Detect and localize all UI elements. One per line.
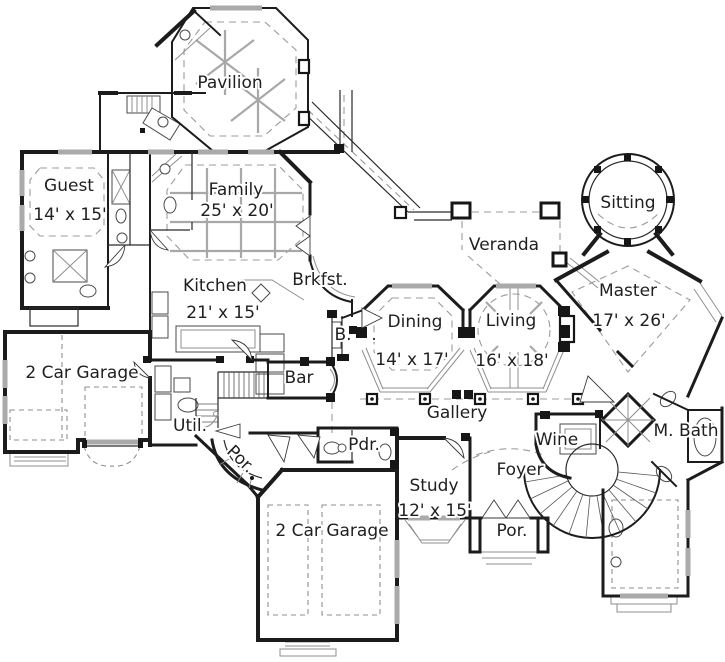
room-label-garage-left: 2 Car Garage: [25, 363, 138, 383]
utility-fixtures: [154, 365, 199, 421]
room-label-bar: Bar: [284, 368, 313, 388]
kitchen-island: [175, 325, 261, 353]
room-dims-guest: 14' x 15': [33, 205, 106, 225]
room-label-powder: Pdr.: [348, 435, 380, 455]
door-swings: [103, 215, 616, 519]
sitting-turret-posts: [582, 154, 673, 245]
main-staircase: [195, 371, 268, 428]
room-label-kitchen: Kitchen: [183, 276, 247, 296]
room-label-wine: Wine: [536, 430, 578, 450]
room-dims-study: 12' x 15': [398, 501, 471, 521]
room-label-butlers-pantry: B.: [334, 325, 351, 345]
room-label-sitting: Sitting: [600, 193, 655, 213]
room-dims-master: 17' x 26': [592, 311, 665, 331]
room-labels: Pavilion Guest 14' x 15' Family 25' x 20…: [23, 71, 720, 543]
outdoor-kitchen: [126, 95, 181, 141]
room-label-master-bath: M. Bath: [654, 421, 719, 441]
room-label-living: Living: [486, 311, 537, 331]
window-marks: [2, 5, 691, 624]
spiral-staircase: [522, 443, 662, 540]
room-label-garage-bottom: 2 Car Garage: [275, 521, 388, 541]
posts-and-jambs: [82, 58, 673, 469]
room-label-butlers-pantry-dot: .: [371, 325, 376, 345]
room-dims-living: 16' x 18': [475, 351, 548, 371]
pavilion-beams: [195, 30, 286, 133]
room-dims-family: 25' x 20': [200, 201, 273, 221]
room-label-study: Study: [409, 476, 458, 496]
room-label-porch-front: Por.: [497, 521, 528, 541]
room-label-dining: Dining: [388, 312, 443, 332]
room-label-gallery: Gallery: [427, 403, 488, 423]
gallery-columns: [365, 392, 585, 406]
room-dims-kitchen: 21' x 15': [186, 303, 259, 323]
room-label-breakfast: Brkfst.: [292, 270, 347, 290]
room-label-master: Master: [599, 281, 657, 301]
room-label-pavilion: Pavilion: [197, 73, 262, 93]
room-label-guest: Guest: [44, 176, 94, 196]
entry-porch-arc: [210, 438, 264, 492]
room-label-utility: Util.: [173, 416, 207, 436]
room-label-foyer: Foyer: [496, 460, 543, 480]
room-label-veranda: Veranda: [469, 235, 539, 255]
room-label-family: Family: [209, 180, 264, 200]
room-dims-dining: 14' x 17': [375, 350, 448, 370]
light-detail-lines: [9, 27, 723, 657]
